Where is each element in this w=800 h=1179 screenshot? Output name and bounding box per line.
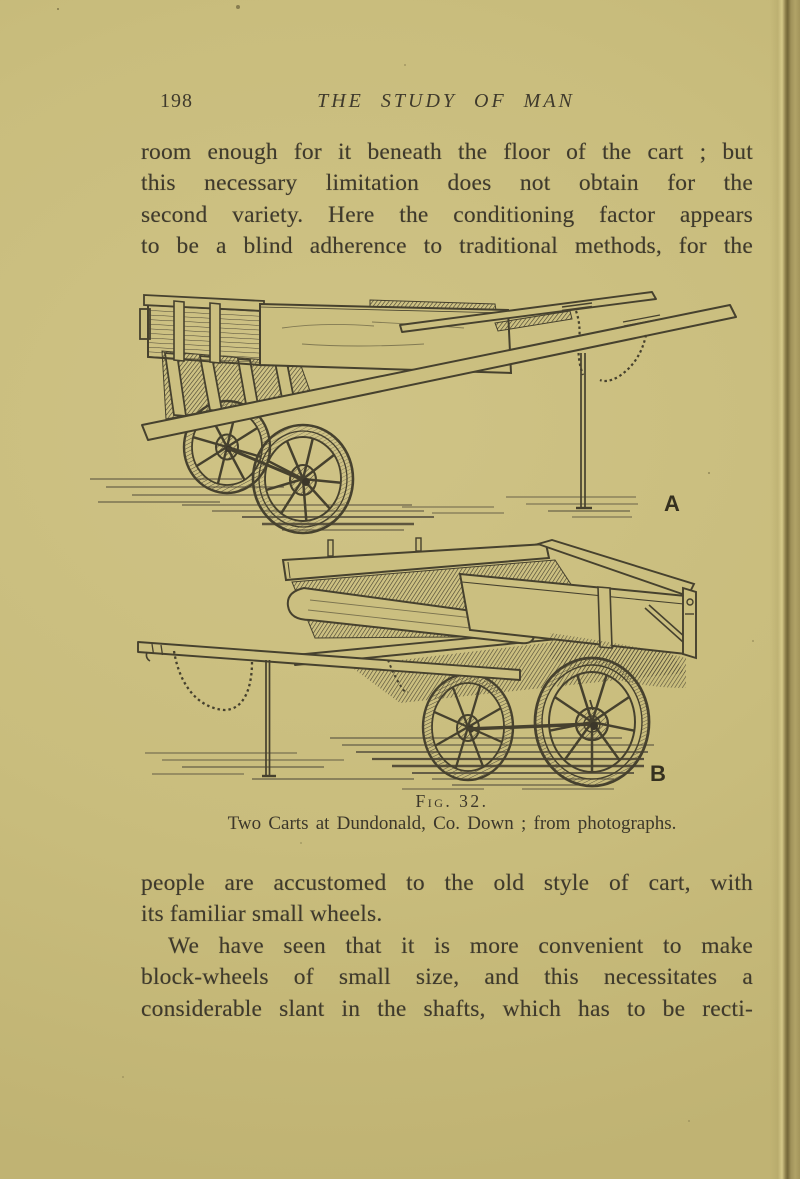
text-line: considerable slant in the shafts, which … [141, 995, 753, 1022]
text-line: to be a blind adherence to traditional m… [141, 233, 753, 260]
cart-b-shaft [137, 641, 521, 681]
figure-caption-text: Two Carts at Dundonald, Co. Down ; from … [227, 813, 677, 834]
cart-a-near-wheel [251, 423, 355, 535]
ground-shadow-a [90, 478, 638, 531]
cart-b-prop-stick [262, 660, 276, 778]
text-line: people are accustomed to the old style o… [141, 870, 753, 896]
text-line: its familiar small wheels. [141, 901, 383, 928]
text-line: this necessary limitation does not obtai… [141, 170, 753, 197]
text-line: room enough for it beneath the floor of … [141, 139, 753, 165]
figure-b-label: B [650, 761, 666, 786]
cart-a-illustration [90, 291, 737, 535]
running-title: THE STUDY OF MAN [317, 90, 575, 112]
cart-b-illustration [137, 537, 697, 790]
cart-b-body [281, 537, 697, 688]
cart-a-near-shaft [141, 304, 737, 441]
cart-b-chain-loop [172, 650, 254, 712]
figure-caption-number: Fig. 32. [415, 791, 489, 811]
paragraph-bottom: people are accustomed to the old style o… [141, 868, 753, 1025]
cart-b-near-wheel [533, 656, 651, 788]
figure-caption: Fig. 32. Two Carts at Dundonald, Co. Dow… [142, 791, 762, 834]
cart-a-prop-stick [576, 353, 592, 510]
text-line: block-wheels of small size, and this nec… [141, 964, 753, 991]
figure-32: A B Fig. 32. Two Carts at Dundonald, Co.… [90, 291, 762, 834]
page-number: 198 [160, 90, 193, 112]
running-head: 198 THE STUDY OF MAN [140, 90, 752, 116]
text-line: second variety. Here the conditioning fa… [141, 201, 753, 228]
text-line: We have seen that it is more convenient … [168, 932, 753, 959]
figure-a-label: A [664, 491, 680, 516]
paragraph-top: room enough for it beneath the floor of … [141, 137, 753, 263]
cart-a-chain-loop [599, 334, 648, 383]
